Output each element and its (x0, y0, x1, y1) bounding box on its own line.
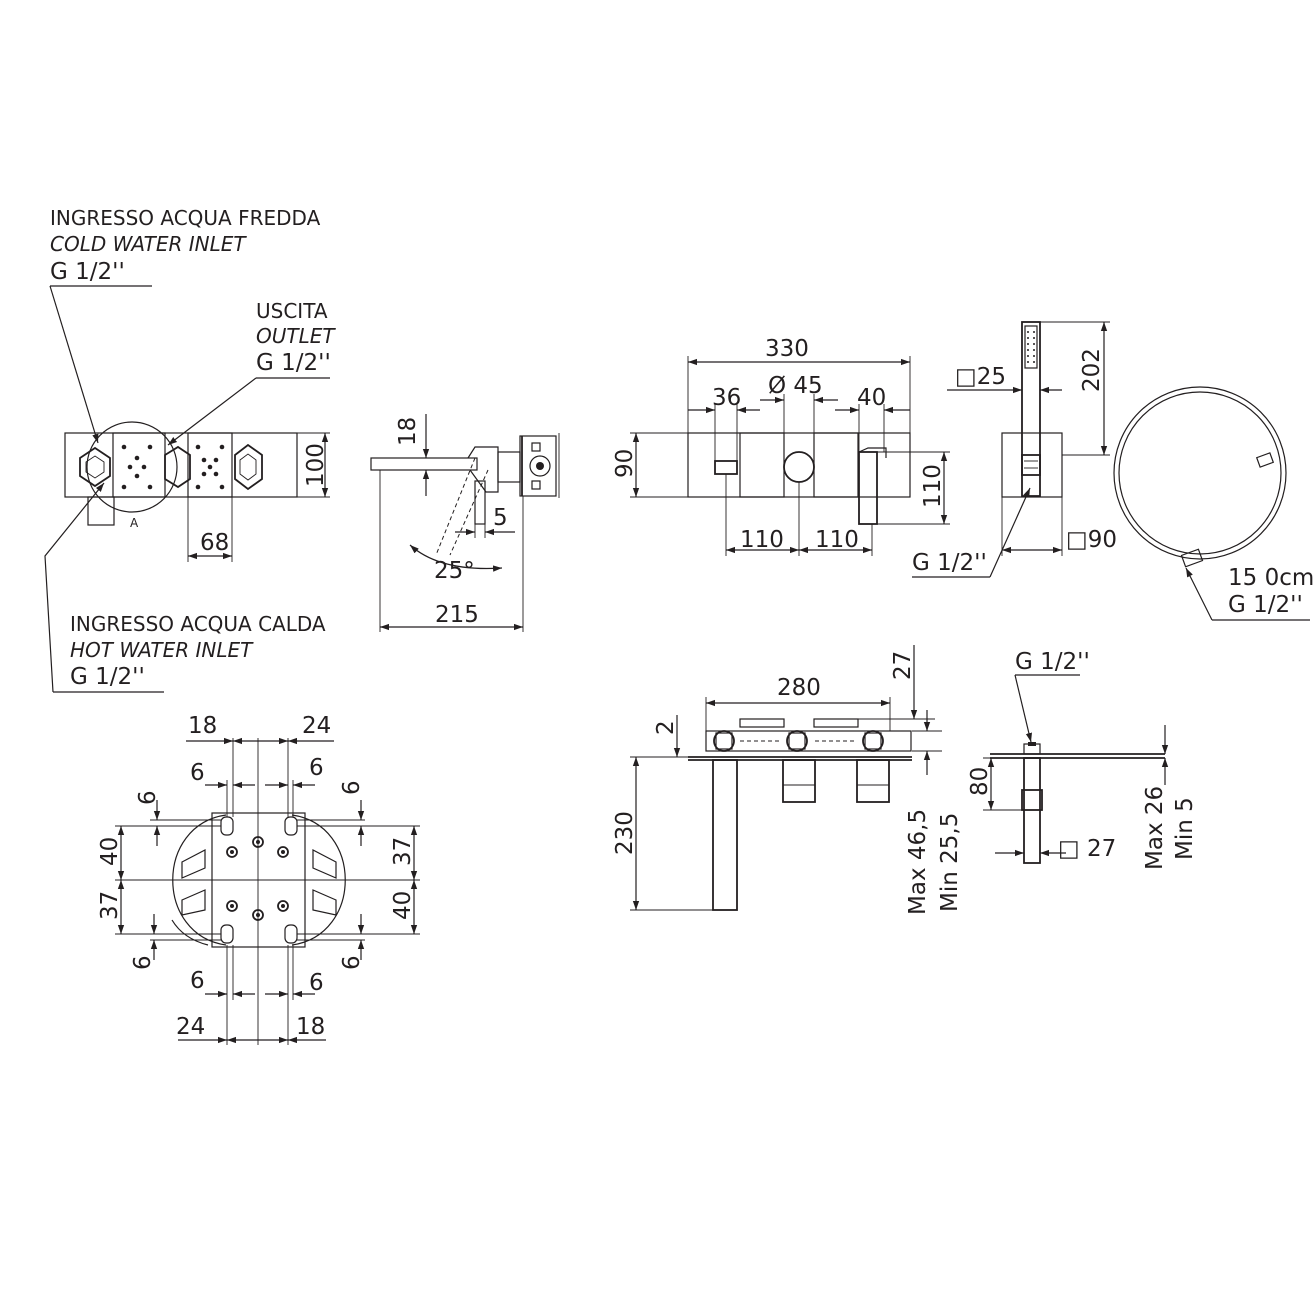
left-spacing-dim: 110 (740, 527, 784, 553)
inlet-callouts: INGRESSO ACQUA FREDDA COLD WATER INLET G… (44, 206, 336, 693)
bracket-side-lower-left: 6 (130, 955, 156, 970)
detail-marker: A (130, 516, 139, 530)
deck-plate-dim: 2 (653, 720, 679, 735)
hot-inlet-thread: G 1/2'' (70, 664, 145, 690)
hot-inlet-label-en: HOT WATER INLET (70, 638, 254, 662)
hot-leader (44, 482, 105, 693)
bracket-left-upper-dim: 40 (97, 837, 123, 866)
hot-inlet-label-it: INGRESSO ACQUA CALDA (70, 612, 326, 636)
bracket-top-left-dim: 18 (188, 713, 217, 739)
handle-height-dim: 110 (920, 464, 946, 508)
shower-thread-label: G 1/2'' (912, 550, 987, 576)
deck-spout-depth-dim: 230 (612, 811, 638, 855)
bracket-right-lower-dim: 40 (390, 891, 416, 920)
outlet-thread: G 1/2'' (256, 350, 331, 376)
bracket-upper-right-gap: 6 (309, 755, 324, 781)
cold-inlet-thread: G 1/2'' (50, 259, 125, 285)
side-offset-dim: 5 (493, 505, 508, 531)
bracket-side-upper-right: 6 (339, 780, 365, 795)
bracket-view: 18 24 6 6 6 6 40 37 37 40 6 6 (97, 713, 420, 1045)
bracket-side-upper-left: 6 (135, 790, 161, 805)
cold-leader (49, 285, 99, 444)
front-width-dim: 330 (765, 336, 809, 362)
bracket-top-right-dim: 24 (302, 713, 331, 739)
box-spacing-dim: 68 (200, 530, 229, 556)
knob-diameter-dim: Ø 45 (768, 373, 823, 399)
side-depth-dim: 18 (395, 417, 421, 446)
hand-shower-view: □25 202 □90 G 1/2'' (912, 321, 1117, 578)
side-view: 18 5 25° 215 (370, 414, 560, 632)
side-projection-dim: 215 (435, 602, 479, 628)
cold-inlet-label-en: COLD WATER INLET (50, 232, 247, 256)
box-view: A 100 68 (64, 421, 330, 562)
shower-head-dim: □25 (955, 364, 1006, 390)
outlet-label-it: USCITA (256, 299, 328, 323)
outlet-leader (167, 377, 257, 446)
bracket-lower-left-gap: 6 (190, 968, 205, 994)
cold-inlet-label-it: INGRESSO ACQUA FREDDA (50, 206, 321, 230)
deck-top-offset-dim: 27 (890, 651, 916, 680)
shower-base-dim: □90 (1066, 527, 1117, 553)
deck-shower-view: G 1/2'' 80 □ 27 Max 26 Min 5 (967, 649, 1198, 870)
bracket-side-lower-right: 6 (339, 955, 365, 970)
hose-view: 15 0cm G 1/2'' (1113, 386, 1314, 621)
deck-shower-body-dim: □ 27 (1058, 836, 1116, 862)
deck-max-depth: Max 46,5 (905, 809, 931, 915)
side-angle-dim: 25° (434, 558, 475, 584)
hose-thread-label: G 1/2'' (1228, 592, 1303, 618)
deck-width-dim: 280 (777, 675, 821, 701)
hose-length-label: 15 0cm (1228, 565, 1314, 591)
deck-shower-min-depth: Min 5 (1172, 797, 1198, 860)
right-handle-dim: 40 (857, 385, 886, 411)
plate-height-dim: 90 (612, 449, 638, 478)
bracket-left-lower-dim: 37 (97, 891, 123, 920)
deck-min-depth: Min 25,5 (937, 813, 963, 912)
bracket-right-upper-dim: 37 (390, 837, 416, 866)
box-height-dim: 100 (303, 443, 329, 487)
front-view: 330 36 Ø 45 40 90 110 110 1 (612, 336, 950, 556)
right-spacing-dim: 110 (815, 527, 859, 553)
shower-height-dim: 202 (1079, 348, 1105, 392)
bracket-lower-right-gap: 6 (309, 970, 324, 996)
deck-shower-thread: G 1/2'' (1015, 649, 1090, 675)
left-spout-dim: 36 (712, 385, 741, 411)
bracket-bottom-right-dim: 18 (296, 1014, 325, 1040)
outlet-label-en: OUTLET (256, 324, 336, 348)
deck-shower-height-dim: 80 (967, 767, 993, 796)
deck-shower-max-depth: Max 26 (1142, 786, 1168, 870)
deck-view: 280 27 2 230 Max 46,5 Min 25,5 (612, 645, 963, 915)
bracket-upper-left-gap: 6 (190, 760, 205, 786)
bracket-bottom-left-dim: 24 (176, 1014, 205, 1040)
